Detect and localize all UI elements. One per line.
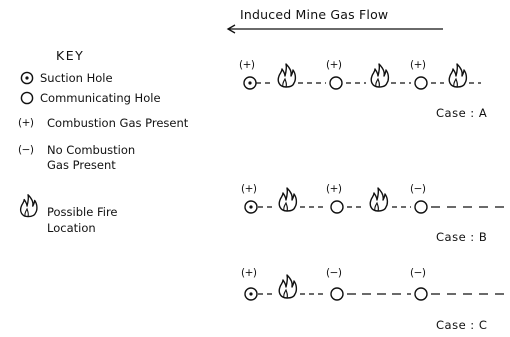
suction-hole-icon — [20, 71, 34, 85]
legend-label-no-combustion: No Combustion — [47, 143, 136, 157]
communicating-hole-icon — [414, 200, 428, 214]
fire-icon — [19, 194, 38, 218]
case-label-c: Case : C — [436, 318, 488, 332]
gas-mark: (−) — [326, 267, 342, 279]
legend-symbol-minus: (−) — [18, 144, 34, 156]
communicating-hole-icon — [329, 76, 343, 90]
fire-icon — [278, 274, 298, 299]
communicating-hole-icon — [414, 287, 428, 301]
fire-icon — [370, 63, 390, 88]
fire-icon — [369, 187, 389, 212]
communicating-hole-icon — [20, 91, 34, 105]
suction-hole-icon — [244, 200, 258, 214]
gas-mark: (+) — [326, 59, 342, 71]
case-a-row — [243, 63, 481, 90]
legend-label-fire: Possible Fire — [47, 205, 118, 219]
suction-hole-icon — [243, 76, 257, 90]
legend-symbol-plus: (+) — [18, 117, 34, 129]
case-label-a: Case : A — [436, 106, 488, 120]
gas-mark: (+) — [326, 183, 342, 195]
key-title: KEY — [56, 48, 85, 63]
legend-label-gas-present: Gas Present — [47, 158, 116, 172]
communicating-hole-icon — [330, 200, 344, 214]
communicating-hole-icon — [330, 287, 344, 301]
fire-icon — [278, 187, 298, 212]
case-b-row — [244, 187, 508, 214]
fire-icon — [448, 63, 468, 88]
gas-mark: (+) — [410, 59, 426, 71]
communicating-hole-icon — [414, 76, 428, 90]
legend-label-suction: Suction Hole — [40, 71, 113, 85]
case-label-b: Case : B — [436, 230, 488, 244]
legend-label-location: Location — [47, 221, 96, 235]
legend-label-combustion: Combustion Gas Present — [47, 116, 189, 130]
gas-mark: (+) — [241, 267, 257, 279]
fire-icon — [277, 63, 297, 88]
flow-title: Induced Mine Gas Flow — [240, 7, 389, 22]
suction-hole-icon — [244, 287, 258, 301]
case-c-row — [244, 274, 508, 301]
gas-mark: (+) — [239, 59, 255, 71]
legend-label-communicating: Communicating Hole — [40, 91, 161, 105]
gas-mark: (−) — [410, 267, 426, 279]
gas-mark: (+) — [241, 183, 257, 195]
flow-arrow — [226, 24, 443, 34]
gas-mark: (−) — [410, 183, 426, 195]
